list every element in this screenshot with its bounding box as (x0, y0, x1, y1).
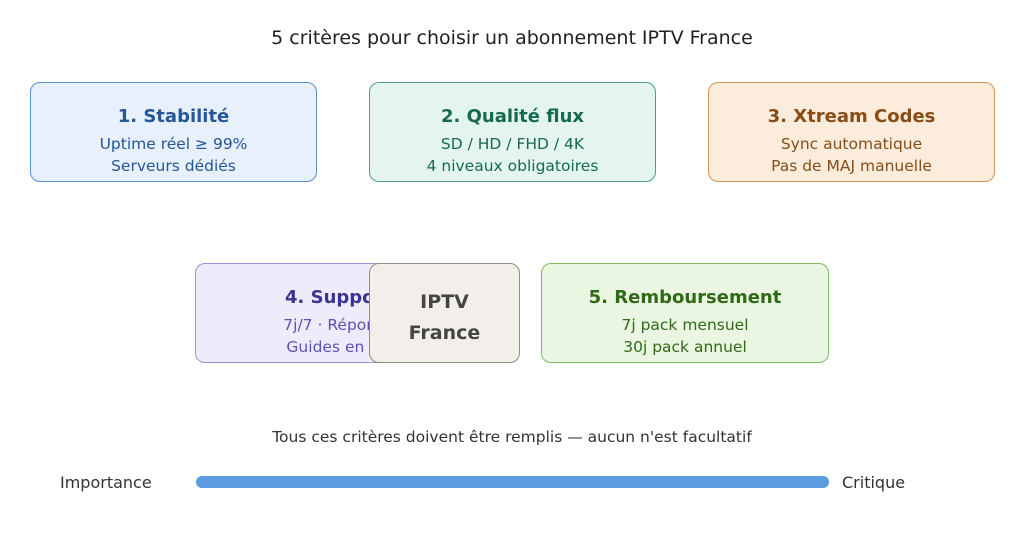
criterion-detail: 4 niveaux obligatoires (426, 157, 599, 175)
footer-note: Tous ces critères doivent être remplis —… (272, 428, 752, 446)
center-node-iptv-france: IPTV France (369, 263, 520, 363)
diagram-title: 5 critères pour choisir un abonnement IP… (271, 27, 753, 49)
criterion-detail: Sync automatique (780, 135, 923, 153)
center-node-label: IPTV (420, 291, 469, 313)
importance-bar-fill (196, 476, 829, 488)
criterion-card-stabilite: 1. Stabilité Uptime réel ≥ 99% Serveurs … (30, 82, 317, 182)
criterion-heading: 3. Xtream Codes (767, 106, 936, 127)
importance-bar (196, 476, 829, 488)
criterion-heading: 2. Qualité flux (440, 106, 585, 127)
scale-right-label: Critique (842, 473, 906, 492)
criterion-heading: 4. Support (284, 287, 393, 308)
criterion-card-xtream-codes: 3. Xtream Codes Sync automatique Pas de … (708, 82, 995, 182)
criterion-card-qualite-flux: 2. Qualité flux SD / HD / FHD / 4K 4 niv… (369, 82, 656, 182)
criterion-detail: Serveurs dédiés (111, 157, 236, 175)
criterion-detail: 30j pack annuel (623, 338, 747, 356)
criterion-detail: SD / HD / FHD / 4K (440, 135, 585, 153)
criterion-detail: Uptime réel ≥ 99% (99, 135, 248, 153)
criterion-card-remboursement: 5. Remboursement 7j pack mensuel 30j pac… (541, 263, 829, 363)
scale-left-label: Importance (60, 473, 152, 492)
center-node-label: France (408, 322, 481, 344)
criterion-detail: Guides en fra (286, 338, 391, 356)
criterion-detail: 7j/7 · Réponse (283, 316, 394, 334)
criterion-heading: 5. Remboursement (588, 287, 782, 308)
criterion-detail: Pas de MAJ manuelle (771, 157, 932, 175)
criterion-detail: 7j pack mensuel (621, 316, 749, 334)
criterion-heading: 1. Stabilité (117, 106, 230, 127)
